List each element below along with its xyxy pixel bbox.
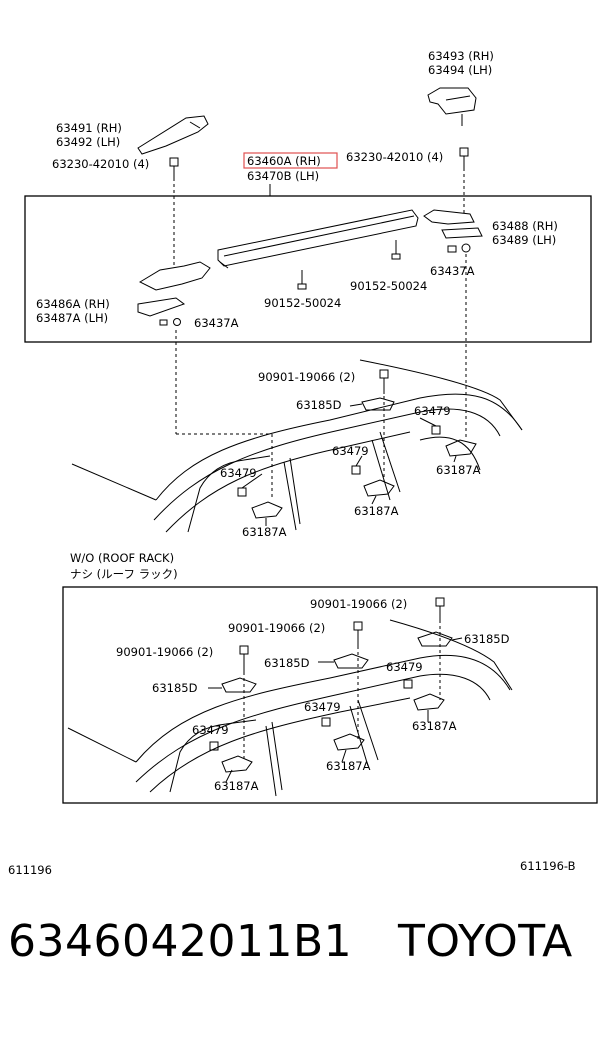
nut-left-icon (159, 318, 181, 326)
label-bolt-b: 90152-50024 (350, 279, 427, 293)
clip-187a-right-icon (445, 439, 477, 457)
clip-479-left-icon (237, 487, 247, 497)
label-63491: 63491 (RH) (56, 121, 122, 135)
label-lower-187a-left: 63187A (214, 779, 259, 793)
roof-rack-assembly-box (24, 195, 592, 343)
label-screw-right: 63230-42010 (4) (346, 150, 443, 164)
part-number: 6346042011B1 (8, 916, 353, 967)
label-lower-187a-mid: 63187A (326, 759, 371, 773)
label-187a-mid: 63187A (354, 504, 399, 518)
label-bolt-roof: 90901-19066 (2) (258, 370, 355, 384)
bolt-a-icon (297, 270, 307, 290)
label-lower-clip-d-left: 63185D (152, 681, 198, 695)
bolt-b-icon (391, 240, 401, 260)
clip-d-upper-icon (361, 397, 395, 411)
lower-clip-d-right-icon (417, 631, 453, 647)
lower-bolt-left-icon (239, 645, 249, 672)
lower-bolt-right-icon (435, 597, 445, 620)
lower-clip-479-right-icon (403, 679, 413, 689)
clip-479-mid-icon (351, 465, 361, 475)
label-187a-left: 63187A (242, 525, 287, 539)
label-rack-lh: 63470B (LH) (247, 169, 319, 183)
label-wo-roof-rack-jp: ナシ (ルーフ ラック) (70, 567, 178, 581)
clip-187a-left-icon (251, 501, 283, 519)
label-63494: 63494 (LH) (428, 63, 492, 77)
end-cap-left-icon (137, 115, 209, 155)
brand-name: TOYOTA (398, 916, 573, 967)
label-479-mid: 63479 (332, 444, 369, 458)
lower-clip-187a-right-icon (413, 693, 445, 711)
label-lower-clip-d-mid: 63185D (264, 656, 310, 670)
lower-clip-d-mid-icon (333, 653, 369, 669)
clip-479-right-icon (431, 425, 441, 435)
bolt-roof-icon (379, 369, 389, 394)
screw-left-icon (169, 157, 179, 178)
lower-clip-187a-mid-icon (333, 733, 365, 751)
label-479-left: 63479 (220, 466, 257, 480)
screw-right-icon (459, 147, 469, 168)
without-roof-rack-box (62, 586, 598, 804)
label-63488: 63488 (RH) (492, 219, 558, 233)
label-rack-rh: 63460A (RH) (247, 154, 321, 168)
roof-rack-rail-icon (217, 209, 419, 269)
label-479-right: 63479 (414, 404, 451, 418)
label-nut-right: 63437A (430, 264, 475, 278)
roof-panel-lower (67, 619, 513, 797)
label-lower-479-mid: 63479 (304, 700, 341, 714)
code-left: 611196 (8, 863, 52, 877)
bracket-right-upper-icon (423, 209, 483, 239)
label-63492: 63492 (LH) (56, 135, 120, 149)
label-187a-right: 63187A (436, 463, 481, 477)
label-lower-bolt-right: 90901-19066 (2) (310, 597, 407, 611)
lower-bolt-mid-icon (353, 621, 363, 646)
label-lower-clip-d-right: 63185D (464, 632, 510, 646)
end-cap-right-icon (427, 87, 477, 126)
nut-right-icon (447, 243, 471, 253)
label-clip-d: 63185D (296, 398, 342, 412)
roof-panel-upper (71, 359, 523, 533)
label-nut-left: 63437A (194, 316, 239, 330)
label-lower-479-left: 63479 (192, 723, 229, 737)
lower-clip-187a-left-icon (221, 755, 253, 773)
lower-clip-479-left-icon (209, 741, 219, 751)
label-63486a: 63486A (RH) (36, 297, 110, 311)
label-screw-left: 63230-42010 (4) (52, 157, 149, 171)
label-63493: 63493 (RH) (428, 49, 494, 63)
code-right: 611196-B (520, 859, 576, 873)
lower-clip-479-mid-icon (321, 717, 331, 727)
label-63489: 63489 (LH) (492, 233, 556, 247)
lower-clip-d-left-icon (221, 677, 257, 693)
label-lower-187a-right: 63187A (412, 719, 457, 733)
label-wo-roof-rack: W/O (ROOF RACK) (70, 551, 174, 565)
label-bolt-a: 90152-50024 (264, 296, 341, 310)
label-lower-bolt-left: 90901-19066 (2) (116, 645, 213, 659)
highlight-box (243, 152, 338, 169)
bracket-left-icon (137, 261, 211, 317)
label-63487a: 63487A (LH) (36, 311, 108, 325)
label-lower-bolt-mid: 90901-19066 (2) (228, 621, 325, 635)
label-lower-479-right: 63479 (386, 660, 423, 674)
clip-187a-mid-icon (363, 479, 395, 497)
